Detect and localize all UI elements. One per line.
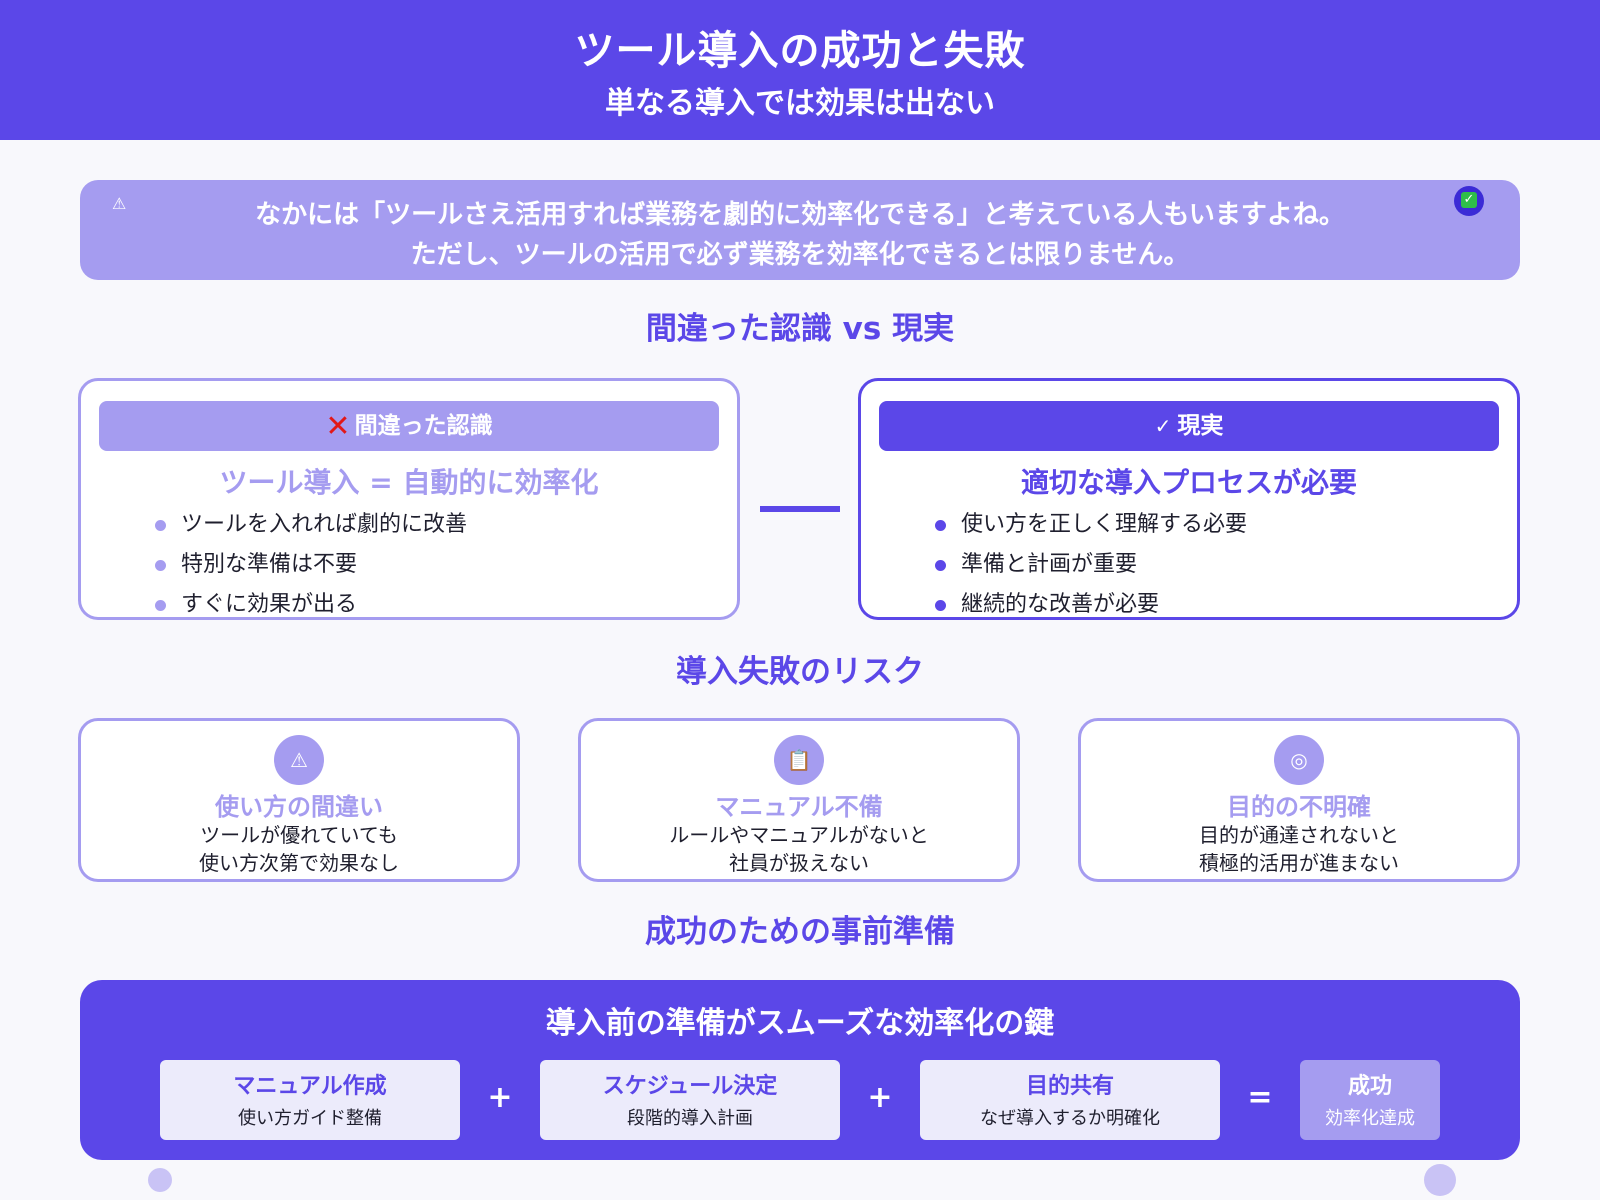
step-purpose: 目的共有 なぜ導入するか明確化: [920, 1060, 1220, 1140]
equals-sign: =: [1247, 1080, 1273, 1115]
list-item: 継続的な改善が必要: [935, 585, 1247, 625]
step-title: 成功: [1347, 1074, 1392, 1099]
step-success: 成功 効率化達成: [1300, 1060, 1440, 1140]
warning-icon: ⚠: [274, 735, 324, 785]
target-icon: ◎: [1274, 735, 1324, 785]
risk-desc-line: 社員が扱えない: [729, 851, 869, 875]
list-item: すぐに効果が出る: [155, 585, 467, 625]
wrong-belief-list: ツールを入れれば劇的に改善 特別な準備は不要 すぐに効果が出る: [155, 505, 467, 625]
risk-desc-line: ルールやマニュアルがないと: [669, 823, 929, 847]
risk-section-title: 導入失敗のリスク: [676, 654, 924, 690]
risk-description: ツールが優れていても使い方次第で効果なし: [81, 821, 517, 877]
prep-panel: 導入前の準備がスムーズな効率化の鍵 マニュアル作成 使い方ガイド整備 + スケジ…: [80, 980, 1520, 1160]
list-item: 特別な準備は不要: [155, 545, 467, 585]
reality-headline: 適切な導入プロセスが必要: [1020, 466, 1357, 499]
risk-title: マニュアル不備: [715, 793, 883, 821]
step-desc: なぜ導入するか明確化: [980, 1108, 1160, 1129]
check-icon: ✓: [1154, 414, 1172, 438]
risk-desc-line: 使い方次第で効果なし: [199, 851, 399, 875]
list-item: 使い方を正しく理解する必要: [935, 505, 1247, 545]
comparison-section-title: 間違った認識 vs 現実: [645, 311, 955, 347]
reality-tab-label: 現実: [1177, 413, 1224, 439]
plus-sign: +: [487, 1080, 513, 1115]
wrong-belief-tab-label: 間違った認識: [354, 413, 493, 439]
risk-description: 目的が通達されないと積極的活用が進まない: [1081, 821, 1517, 877]
header-banner: ツール導入の成功と失敗 単なる導入では効果は出ない: [0, 0, 1600, 140]
reality-list: 使い方を正しく理解する必要 準備と計画が重要 継続的な改善が必要: [935, 505, 1247, 625]
risk-card-usage: ⚠ 使い方の間違い ツールが優れていても使い方次第で効果なし: [78, 718, 520, 882]
list-item: ツールを入れれば劇的に改善: [155, 505, 467, 545]
risk-title: 目的の不明確: [1227, 793, 1371, 821]
step-title: 目的共有: [1025, 1074, 1114, 1099]
wrong-belief-card: ✕間違った認識 ツール導入 = 自動的に効率化 ツールを入れれば劇的に改善 特別…: [78, 378, 740, 620]
risk-desc-line: 目的が通達されないと: [1199, 823, 1399, 847]
wrong-belief-tab: ✕間違った認識: [99, 401, 719, 451]
wrong-belief-headline: ツール導入 = 自動的に効率化: [219, 466, 599, 499]
risk-desc-line: 積極的活用が進まない: [1199, 851, 1399, 875]
reality-card: ✓現実 適切な導入プロセスが必要 使い方を正しく理解する必要 準備と計画が重要 …: [858, 378, 1520, 620]
prep-title: 導入前の準備がスムーズな効率化の鍵: [545, 1006, 1055, 1041]
page-title: ツール導入の成功と失敗: [574, 28, 1026, 74]
step-title: マニュアル作成: [233, 1074, 387, 1099]
list-item: 準備と計画が重要: [935, 545, 1247, 585]
risk-description: ルールやマニュアルがないと社員が扱えない: [581, 821, 1017, 877]
decorative-dot: [148, 1168, 172, 1192]
intro-callout: ⚠ なかには「ツールさえ活用すれば業務を劇的に効率化できる」と考えている人もいま…: [80, 180, 1520, 280]
intro-line-1: なかには「ツールさえ活用すれば業務を劇的に効率化できる」と考えている人もいますよ…: [255, 200, 1345, 230]
prep-section-title: 成功のための事前準備: [645, 914, 955, 950]
intro-line-2: ただし、ツールの活用で必ず業務を効率化できるとは限りません。: [410, 240, 1190, 270]
check-box-icon: ✓: [1454, 186, 1484, 216]
risk-title: 使い方の間違い: [215, 793, 383, 821]
step-desc: 使い方ガイド整備: [238, 1108, 382, 1129]
clipboard-icon: 📋: [774, 735, 824, 785]
reality-tab: ✓現実: [879, 401, 1499, 451]
plus-sign: +: [867, 1080, 893, 1115]
comparison-connector: [760, 506, 840, 512]
warning-icon: ⚠: [112, 194, 127, 213]
step-desc: 段階的導入計画: [627, 1108, 753, 1129]
step-schedule: スケジュール決定 段階的導入計画: [540, 1060, 840, 1140]
step-desc: 効率化達成: [1325, 1108, 1415, 1129]
risk-card-manual: 📋 マニュアル不備 ルールやマニュアルがないと社員が扱えない: [578, 718, 1020, 882]
step-manual: マニュアル作成 使い方ガイド整備: [160, 1060, 460, 1140]
step-title: スケジュール決定: [602, 1074, 778, 1099]
page-subtitle: 単なる導入では効果は出ない: [605, 86, 995, 121]
cross-icon: ✕: [325, 409, 351, 444]
decorative-dot: [1424, 1164, 1456, 1196]
risk-desc-line: ツールが優れていても: [200, 823, 398, 847]
risk-card-purpose: ◎ 目的の不明確 目的が通達されないと積極的活用が進まない: [1078, 718, 1520, 882]
